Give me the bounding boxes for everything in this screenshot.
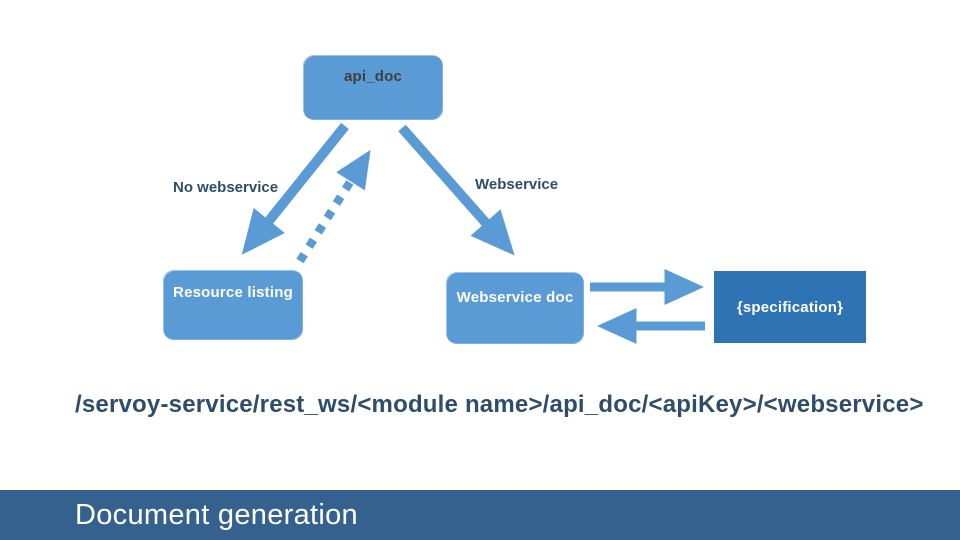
webservice-doc-node: Webservice doc <box>446 272 584 344</box>
footer-accent-strip <box>0 484 960 490</box>
api-doc-node-label: api_doc <box>343 68 403 85</box>
resource-listing-node: Resource listing <box>163 270 303 340</box>
specification-node-label: {specification} <box>736 298 844 316</box>
specification-node: {specification} <box>714 271 866 343</box>
slide-title: Document generation <box>75 498 358 531</box>
api-doc-node: api_doc <box>303 55 443 120</box>
arrow-resource-to-apidoc-dashed <box>296 149 371 264</box>
webservice-doc-node-label: Webservice doc <box>456 289 574 306</box>
rest-endpoint-url-text: /servoy-service/rest_ws/<module name>/ap… <box>75 391 924 418</box>
no-webservice-label: No webservice <box>173 179 279 196</box>
resource-listing-node-label: Resource listing <box>173 284 293 301</box>
webservice-label: Webservice <box>475 176 559 193</box>
footer-title-bar: Document generation <box>0 490 960 540</box>
